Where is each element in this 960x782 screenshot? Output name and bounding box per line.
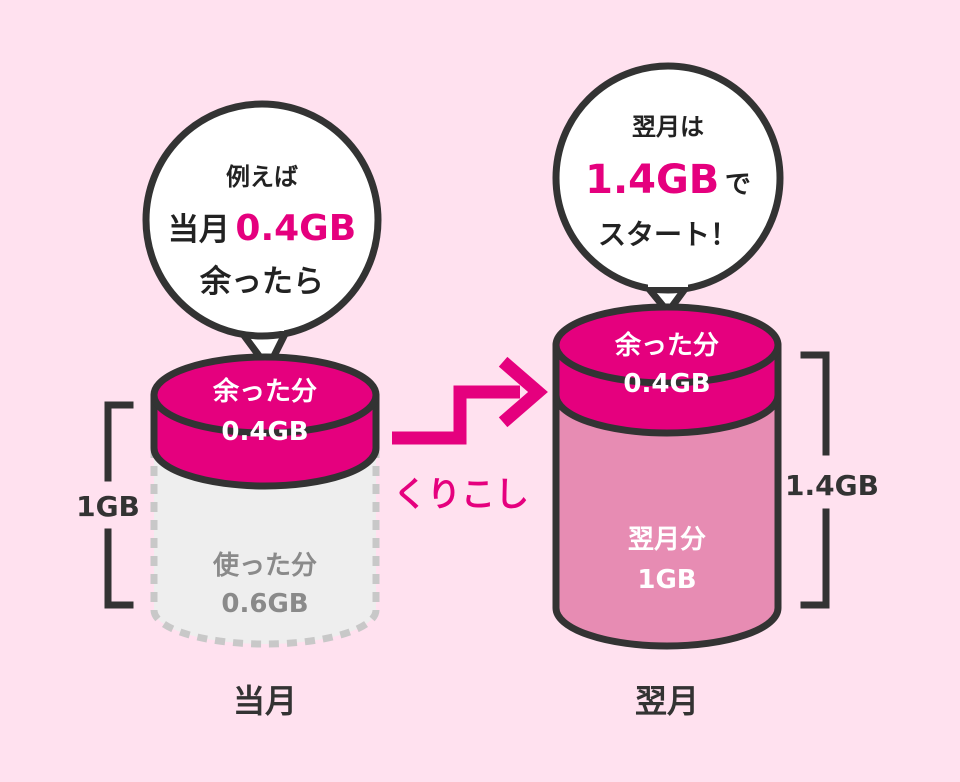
used-value: 0.6GB xyxy=(221,589,308,619)
next-month-group: 翌月は 1.4GB で スタート！ 翌月分 1GB 余った分 0.4GB 1.4… xyxy=(552,62,879,720)
right-speech-bubble: 翌月は 1.4GB で スタート！ xyxy=(552,62,784,316)
right-bubble-line2: 1.4GB で xyxy=(585,157,751,203)
left-bracket: 1GB xyxy=(76,401,140,609)
carryover-value: 0.4GB xyxy=(623,369,710,399)
right-bubble-line1: 翌月は xyxy=(632,113,704,141)
right-bubble-highlight-suffix: で xyxy=(725,170,751,200)
right-bubble-line3: スタート！ xyxy=(598,218,738,251)
left-bracket-label: 1GB xyxy=(76,490,140,523)
left-bubble-line2-highlight: 0.4GB xyxy=(235,208,356,249)
current-month-caption: 当月 xyxy=(233,682,297,720)
next-month-caption: 翌月 xyxy=(635,682,699,720)
left-speech-bubble: 例えば 当月 0.4GB 余ったら xyxy=(142,100,382,372)
remaining-cylinder: 余った分 0.4GB xyxy=(150,353,380,490)
carryover-cylinder: 余った分 0.4GB xyxy=(552,303,782,437)
monthly-label: 翌月分 xyxy=(628,525,706,555)
transfer-label: くりこし xyxy=(393,475,529,515)
current-month-group: 例えば 当月 0.4GB 余ったら 使った分 0.6GB 余った分 0.4GB … xyxy=(76,100,382,720)
left-bubble-line1: 例えば xyxy=(226,163,298,191)
carryover-label: 余った分 xyxy=(614,330,719,361)
right-bracket: 1.4GB xyxy=(785,351,879,609)
right-bracket-label: 1.4GB xyxy=(785,469,879,502)
transfer-arrow: くりこし xyxy=(392,356,548,515)
left-bubble-line2: 当月 0.4GB xyxy=(168,208,356,249)
left-bubble-line2-prefix: 当月 xyxy=(168,212,230,248)
used-cylinder: 使った分 0.6GB xyxy=(150,444,380,648)
remaining-value: 0.4GB xyxy=(221,417,308,447)
remaining-label: 余った分 xyxy=(212,376,317,407)
right-bubble-highlight: 1.4GB xyxy=(585,157,719,203)
used-label: 使った分 xyxy=(212,551,317,581)
monthly-value: 1GB xyxy=(637,565,696,595)
next-month-cylinder: 翌月分 1GB xyxy=(552,391,782,650)
left-bubble-line3: 余ったら xyxy=(199,264,324,300)
